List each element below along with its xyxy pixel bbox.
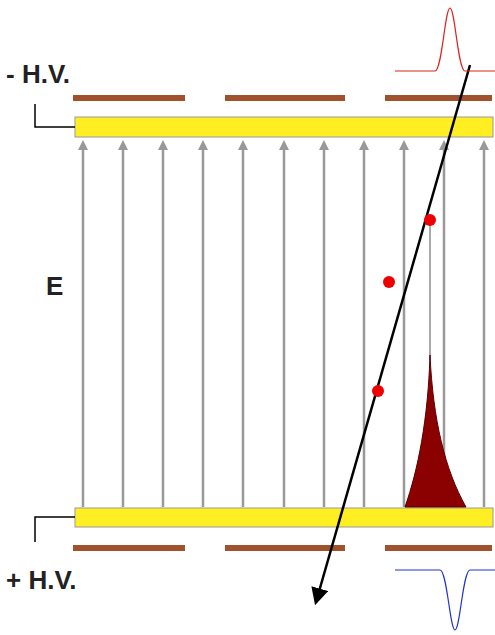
field-line [483, 145, 486, 507]
electron-dot [424, 214, 436, 226]
readout-strips [73, 95, 492, 551]
electron-dot [372, 385, 384, 397]
particle-track [316, 65, 470, 602]
signal-pulse [395, 8, 495, 71]
readout-strip [225, 95, 345, 101]
field-label: E [46, 272, 63, 301]
readout-strip [385, 545, 492, 551]
avalanche [405, 355, 466, 507]
electrode-plate [75, 117, 493, 137]
field-line [82, 145, 85, 507]
field-line [162, 145, 165, 507]
field-lines [83, 145, 484, 507]
field-line [202, 145, 205, 507]
readout-strip [73, 95, 185, 101]
readout-strip [385, 95, 492, 101]
readout-strip [225, 545, 345, 551]
electrode-plate [75, 508, 493, 527]
voltage-label: + H.V. [6, 566, 77, 595]
drift-line [430, 220, 431, 360]
field-line [283, 145, 286, 507]
field-line [122, 145, 125, 507]
field-line [403, 145, 406, 507]
electron-dot [383, 276, 395, 288]
ionization-electrons [372, 214, 436, 397]
field-line [323, 145, 326, 507]
field-line [363, 145, 366, 507]
signal-pulse [395, 570, 495, 630]
voltage-label: - H.V. [6, 60, 70, 89]
hv-wire [35, 104, 75, 127]
hv-wire [35, 517, 75, 542]
readout-strip [73, 545, 185, 551]
field-line [242, 145, 245, 507]
